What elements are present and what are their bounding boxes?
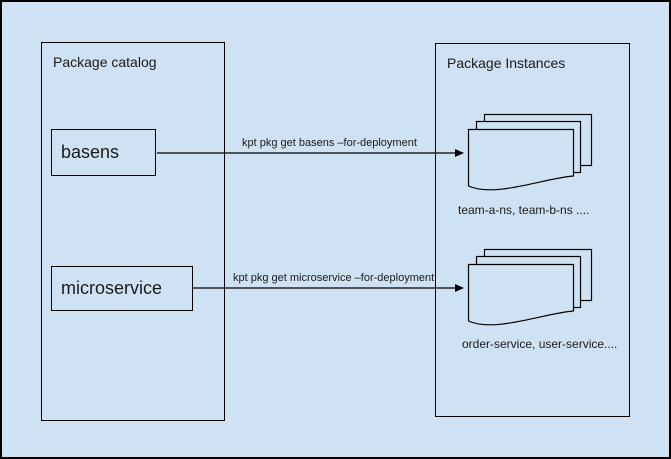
package-node-microservice-label: microservice: [61, 278, 163, 298]
package-catalog-box: Package catalog: [41, 42, 225, 421]
instances-caption-basens: team-a-ns, team-b-ns ....: [458, 203, 590, 217]
instances-caption-microservice: order-service, user-service....: [462, 337, 618, 351]
package-instances-box: Package Instances: [435, 43, 630, 417]
flow-command-microservice: kpt pkg get microservice –for-deployment: [233, 272, 435, 284]
package-node-basens-label: basens: [61, 142, 120, 162]
package-instances-title: Package Instances: [447, 55, 566, 71]
flow-command-basens: kpt pkg get basens –for-deployment: [242, 137, 417, 149]
package-node-basens: basens: [51, 129, 156, 176]
document-stack-icon: [467, 113, 593, 191]
document-stack-icon: [467, 248, 593, 326]
package-node-microservice: microservice: [51, 266, 193, 311]
package-catalog-title: Package catalog: [53, 54, 157, 70]
